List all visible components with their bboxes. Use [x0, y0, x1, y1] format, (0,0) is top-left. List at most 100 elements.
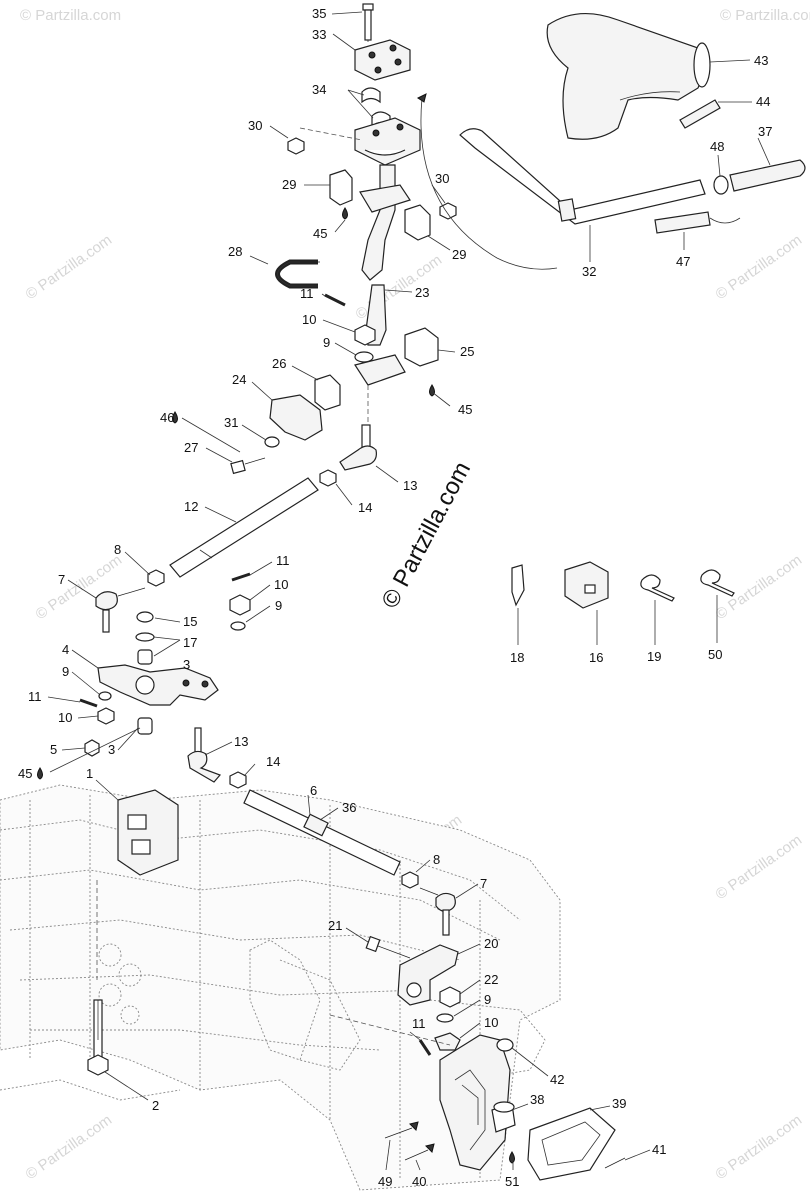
callout-33: 33 — [312, 27, 326, 42]
callout-12: 12 — [184, 499, 198, 514]
cable-tie-19 — [640, 574, 675, 602]
nut-5 — [84, 739, 100, 757]
tie-rod-end-13 — [187, 750, 222, 783]
callout-48: 48 — [710, 139, 724, 154]
callout-50: 50 — [708, 647, 722, 662]
nut-30 — [287, 137, 305, 155]
castle-nut-10 — [97, 707, 115, 725]
callout-25: 25 — [460, 344, 474, 359]
callout-13: 13 — [403, 478, 417, 493]
tie-rod-12 — [95, 477, 319, 633]
heating-element-47 — [654, 211, 711, 234]
callout-38: 38 — [530, 1092, 544, 1107]
callout-16: 16 — [589, 650, 603, 665]
washer-9 — [230, 621, 246, 631]
callout-39: 39 — [612, 1096, 626, 1111]
callout-34: 34 — [312, 82, 326, 97]
callout-45: 45 — [18, 766, 32, 781]
callout-10: 10 — [274, 577, 288, 592]
tie-rod-end-13 — [339, 445, 377, 471]
bushing-29 — [329, 169, 353, 206]
callout-29: 29 — [282, 177, 296, 192]
ring-48 — [713, 175, 729, 195]
callout-9: 9 — [62, 664, 69, 679]
callout-10: 10 — [302, 312, 316, 327]
grease-drop-icon — [429, 384, 435, 397]
clamp-base — [354, 117, 421, 166]
callout-49: 49 — [378, 1174, 392, 1189]
bolt-27 — [230, 459, 246, 475]
callout-7: 7 — [58, 572, 65, 587]
callout-4: 4 — [62, 642, 69, 657]
bushing-26 — [314, 374, 341, 411]
callout-21: 21 — [328, 918, 342, 933]
washer-17 — [135, 632, 155, 642]
bracket-24 — [269, 394, 323, 441]
callout-9: 9 — [323, 335, 330, 350]
callout-14: 14 — [266, 754, 280, 769]
callout-27: 27 — [184, 440, 198, 455]
callout-17: 17 — [183, 635, 197, 650]
cable-tie-50 — [700, 569, 735, 597]
pitman-arm-assembly — [329, 935, 626, 1181]
watermark-text: © Partzilla.com — [720, 7, 810, 24]
callout-3: 3 — [108, 742, 115, 757]
bushing-3 — [137, 649, 153, 665]
clamp-cap-33 — [354, 39, 411, 81]
callout-11: 11 — [28, 689, 42, 704]
callout-41: 41 — [652, 1142, 666, 1157]
handlebar-assembly — [417, 12, 806, 270]
callout-35: 35 — [312, 6, 326, 21]
callout-31: 31 — [224, 415, 238, 430]
steering-column-assembly — [230, 3, 457, 487]
steering-arm-assembly — [37, 411, 251, 780]
watermark-text: © Partzilla.com — [23, 1111, 116, 1183]
callout-32: 32 — [582, 264, 596, 279]
callout-8: 8 — [433, 852, 440, 867]
callout-5: 5 — [50, 742, 57, 757]
bushing-29 — [404, 204, 431, 241]
callout-2: 2 — [152, 1098, 159, 1113]
callout-24: 24 — [232, 372, 246, 387]
cover-plate-39 — [527, 1107, 616, 1181]
pillow-block-assembly — [87, 789, 179, 1076]
steering-housing — [439, 1034, 511, 1171]
jam-nut-8 — [401, 871, 419, 889]
grease-drop-icon — [172, 411, 178, 424]
jam-nut-14 — [319, 469, 337, 487]
leader-lines — [47, 11, 771, 1171]
callout-7: 7 — [480, 876, 487, 891]
vehicle-frame — [0, 784, 561, 1191]
spacer-15 — [136, 611, 154, 623]
bushing-25 — [404, 327, 439, 367]
callout-45: 45 — [313, 226, 327, 241]
callout-45: 45 — [458, 402, 472, 417]
callout-42: 42 — [550, 1072, 564, 1087]
callout-8: 8 — [114, 542, 121, 557]
jam-nut-14 — [229, 771, 247, 789]
callout-29: 29 — [452, 247, 466, 262]
callout-44: 44 — [756, 94, 770, 109]
steering-column-23 — [361, 164, 396, 281]
callout-23: 23 — [415, 285, 429, 300]
watermark-text: © Partzilla.com — [713, 1111, 806, 1183]
castle-nut-10 — [229, 594, 251, 616]
washer-9 — [98, 691, 112, 701]
callout-11: 11 — [300, 286, 314, 301]
callout-13: 13 — [234, 734, 248, 749]
bushing-3 — [137, 717, 153, 735]
callout-3: 3 — [183, 657, 190, 672]
boot-36 — [303, 813, 329, 837]
tie-rod-end-7 — [435, 892, 456, 912]
bushing-34 — [361, 87, 381, 104]
castle-nut-10 — [354, 324, 376, 346]
callout-28: 28 — [228, 244, 242, 259]
seal-42 — [496, 1038, 514, 1052]
callout-47: 47 — [676, 254, 690, 269]
support-bracket-1 — [117, 789, 179, 876]
steering-arm-4 — [97, 664, 219, 706]
callout-10: 10 — [484, 1015, 498, 1030]
washer-9 — [354, 351, 374, 363]
watermark-text: © Partzilla.com — [23, 231, 116, 303]
